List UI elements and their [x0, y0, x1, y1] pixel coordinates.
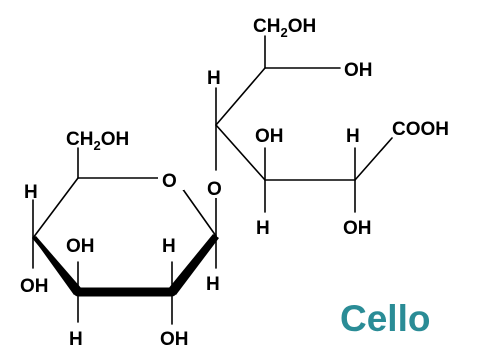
bond-chain-c4-c3 — [215, 124, 266, 181]
atom-ring-o: O — [162, 171, 177, 192]
atom-ring-h-c1: H — [206, 274, 220, 295]
atom-ring-h-c2: H — [162, 236, 176, 257]
bond-chain-c4-c5 — [215, 67, 266, 126]
atom-chain-h-c2: H — [346, 126, 360, 147]
bond-chain-c2-c1 — [354, 137, 393, 181]
atom-chain-h-c4: H — [207, 68, 221, 89]
atom-chain-oh-c3: OH — [255, 126, 284, 147]
atom-chain-top-ch2oh: CH2OH — [253, 16, 316, 40]
atom-chain-oh-c2: OH — [343, 218, 372, 239]
caption-text: Cello — [340, 298, 430, 339]
bond-ring-wedge-right — [168, 234, 219, 295]
atom-chain-oh-c5: OH — [344, 60, 373, 81]
atom-chain-h-c3: H — [256, 218, 270, 239]
atom-chain-cooh: COOH — [392, 119, 449, 140]
atom-ring-h-c4: H — [69, 329, 83, 350]
atom-link-o: O — [207, 179, 222, 200]
bond-ring-c5-c4 — [32, 177, 79, 239]
atom-ring-oh-bottom: OH — [160, 329, 189, 350]
bond-ring-o-c1 — [181, 187, 217, 237]
atom-ring-oh-c4: OH — [20, 276, 49, 297]
atom-ring-h-left: H — [24, 182, 38, 203]
bond-ring-wedge-left — [33, 236, 82, 295]
atom-ring-oh-c3: OH — [66, 236, 95, 257]
atom-ring-ch2oh: CH2OH — [66, 129, 129, 153]
